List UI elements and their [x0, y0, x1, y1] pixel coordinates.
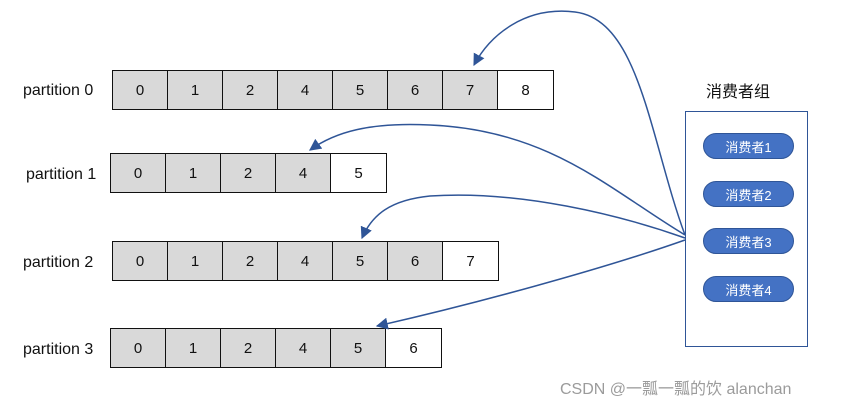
consumer-3[interactable]: 消费者3: [703, 228, 794, 254]
offset-cell: 8: [498, 71, 553, 109]
offset-cell: 5: [333, 71, 388, 109]
offset-cell: 2: [221, 154, 276, 192]
offset-cell: 0: [113, 71, 168, 109]
offset-cell: 1: [168, 242, 223, 280]
offset-cell: 0: [111, 154, 166, 192]
offset-cell: 2: [221, 329, 276, 367]
offset-cell: 5: [331, 329, 386, 367]
offset-cell: 4: [278, 71, 333, 109]
partition-label-3: partition 3: [23, 341, 94, 358]
partition-label-0: partition 0: [23, 82, 94, 99]
offset-cell: 0: [113, 242, 168, 280]
offset-cell: 6: [386, 329, 441, 367]
offset-cell: 1: [166, 154, 221, 192]
consumer-group-box: [685, 111, 808, 347]
offset-cell: 0: [111, 329, 166, 367]
offset-cell: 6: [388, 242, 443, 280]
offset-cell: 6: [388, 71, 443, 109]
offset-cell: 4: [276, 154, 331, 192]
offset-cell: 1: [168, 71, 223, 109]
arrow-to-partition-2: [360, 194, 686, 240]
consumer-1[interactable]: 消费者1: [703, 133, 794, 159]
watermark: CSDN @一瓢一瓢的饮 alanchan: [560, 381, 792, 398]
arrow-to-partition-3: [375, 239, 686, 330]
partition-label-1: partition 1: [26, 166, 97, 183]
offset-cell: 2: [223, 242, 278, 280]
consumer-2[interactable]: 消费者2: [703, 181, 794, 207]
offset-cell: 1: [166, 329, 221, 367]
offset-cell: 2: [223, 71, 278, 109]
offset-cell: 7: [443, 242, 498, 280]
arrow-to-partition-1: [309, 123, 686, 236]
consumer-4[interactable]: 消费者4: [703, 276, 794, 302]
offset-cell: 7: [443, 71, 498, 109]
offset-cell: 4: [276, 329, 331, 367]
partition-label-2: partition 2: [23, 254, 94, 271]
offset-cell: 4: [278, 242, 333, 280]
offset-cell: 5: [331, 154, 386, 192]
arrow-to-partition-0: [473, 10, 686, 236]
consumer-group-title: 消费者组: [706, 84, 771, 101]
offset-cell: 5: [333, 242, 388, 280]
